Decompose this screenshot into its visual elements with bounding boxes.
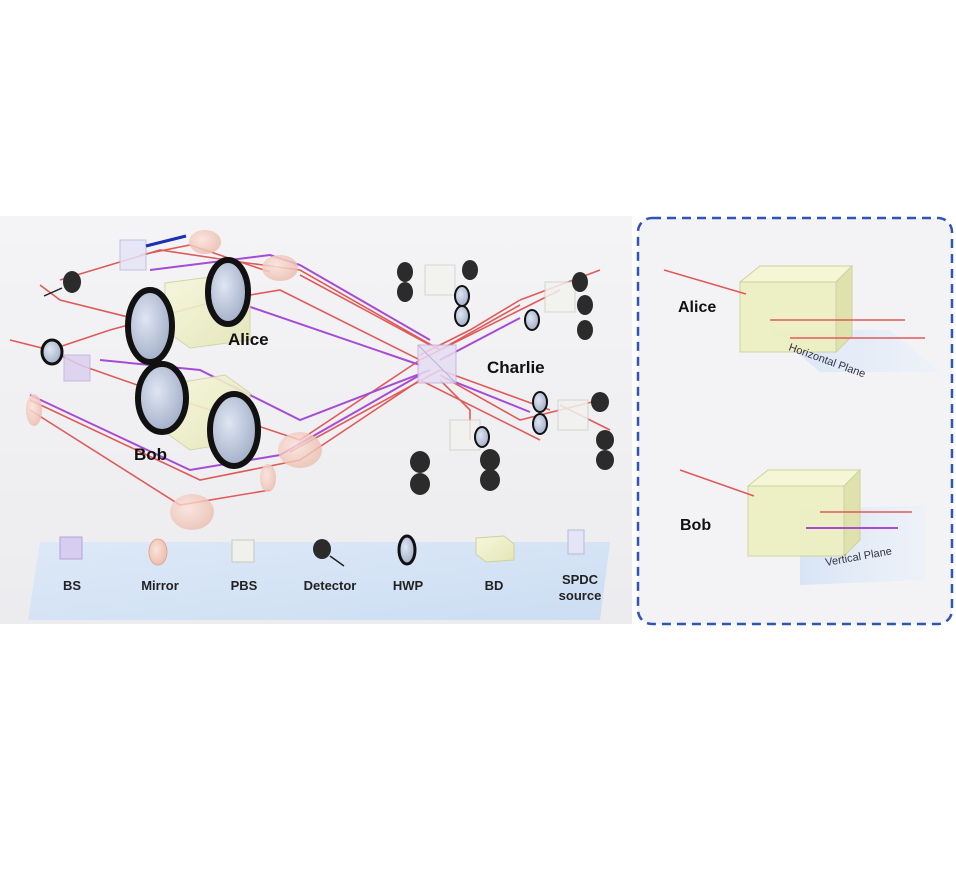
legend-bs-label: BS — [63, 578, 81, 593]
legend-bs-icon — [59, 536, 83, 560]
legend-mirror-icon — [148, 538, 168, 566]
detector-left — [43, 271, 81, 297]
bob-label: Bob — [134, 445, 167, 464]
detection-station-top-left — [397, 260, 478, 327]
alice-module — [125, 257, 251, 365]
detection-station-bottom-left — [410, 419, 500, 495]
legend-spdc-icon — [567, 529, 585, 555]
legend-spdc-label-line2: source — [559, 588, 602, 603]
legend-pbs-icon — [231, 539, 255, 563]
detection-station-bottom-right — [532, 391, 614, 470]
detection-station-top-right — [524, 272, 593, 340]
legend-hwp-label: HWP — [393, 578, 424, 593]
legend-bd-label: BD — [485, 578, 504, 593]
legend-pbs-label: PBS — [231, 578, 258, 593]
spdc-source — [119, 234, 187, 271]
legend-panel: BS Mirror PBS Detector HWP BD SPDC sourc… — [28, 529, 610, 620]
legend-hwp-icon — [397, 534, 417, 566]
inset-bob-label: Bob — [680, 517, 711, 534]
inset-alice-diagram — [663, 264, 940, 372]
charlie-label: Charlie — [487, 358, 545, 377]
legend-bd-icon — [475, 535, 515, 563]
hwp-left — [40, 338, 64, 366]
legend-detector-icon — [313, 539, 345, 567]
bob-module — [135, 361, 261, 469]
legend-mirror-label: Mirror — [141, 578, 179, 593]
inset-alice-label: Alice — [678, 299, 716, 316]
beam-splitter-left — [63, 354, 91, 382]
alice-label: Alice — [228, 330, 269, 349]
charlie-beam-splitter — [417, 344, 457, 384]
legend-spdc-label-line1: SPDC — [562, 572, 599, 587]
inset-bob-diagram — [679, 468, 925, 585]
mirrors — [26, 230, 322, 530]
legend-detector-label: Detector — [304, 578, 357, 593]
